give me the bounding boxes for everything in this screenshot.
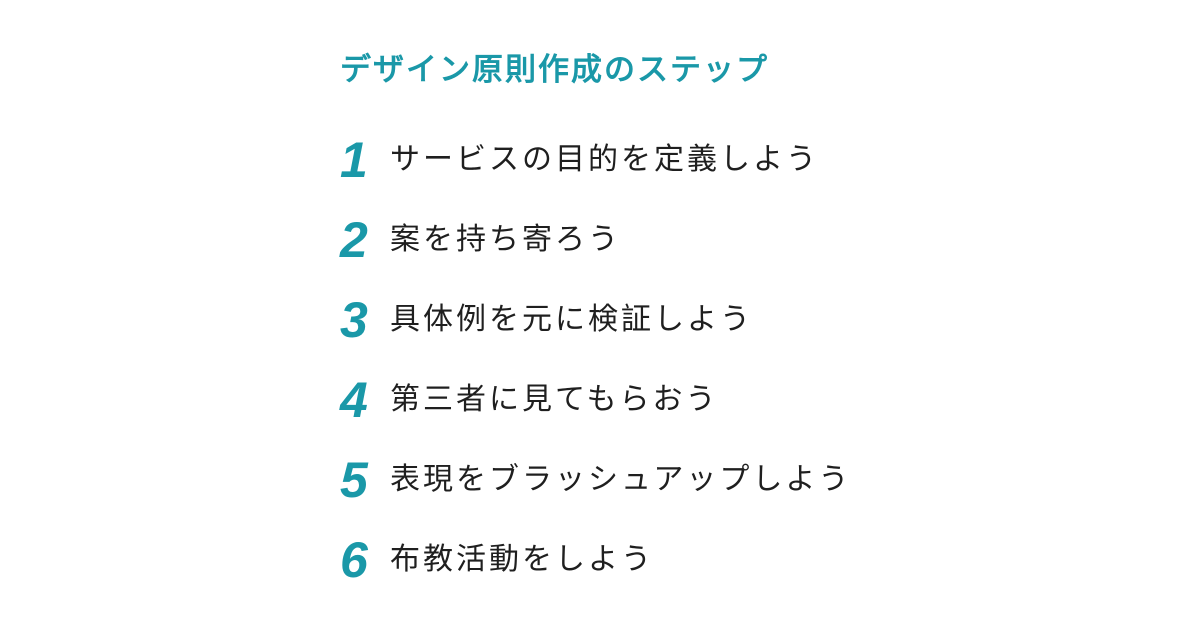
list-item: 4 第三者に見てもらおう [340,360,1040,440]
step-number: 1 [340,132,368,188]
list-item: 3 具体例を元に検証しよう [340,280,1040,360]
list-item: 2 案を持ち寄ろう [340,200,1040,280]
step-number: 4 [340,372,368,428]
step-label: 表現をブラッシュアップしよう [390,462,852,497]
step-number: 5 [340,452,368,508]
step-label: 布教活動をしよう [390,542,654,577]
step-label: 案を持ち寄ろう [390,222,621,257]
list-item: 5 表現をブラッシュアップしよう [340,440,1040,520]
step-label: 具体例を元に検証しよう [390,302,753,337]
step-label: サービスの目的を定義しよう [390,142,819,177]
step-number: 3 [340,292,368,348]
step-label: 第三者に見てもらおう [390,382,719,417]
steps-list: 1 サービスの目的を定義しよう 2 案を持ち寄ろう 3 具体例を元に検証しよう … [340,120,1040,600]
list-item: 1 サービスの目的を定義しよう [340,120,1040,200]
list-item: 6 布教活動をしよう [340,520,1040,600]
steps-card: デザイン原則作成のステップ 1 サービスの目的を定義しよう 2 案を持ち寄ろう … [340,48,1040,600]
page-title: デザイン原則作成のステップ [340,52,769,88]
step-number: 6 [340,532,368,588]
step-number: 2 [340,212,368,268]
